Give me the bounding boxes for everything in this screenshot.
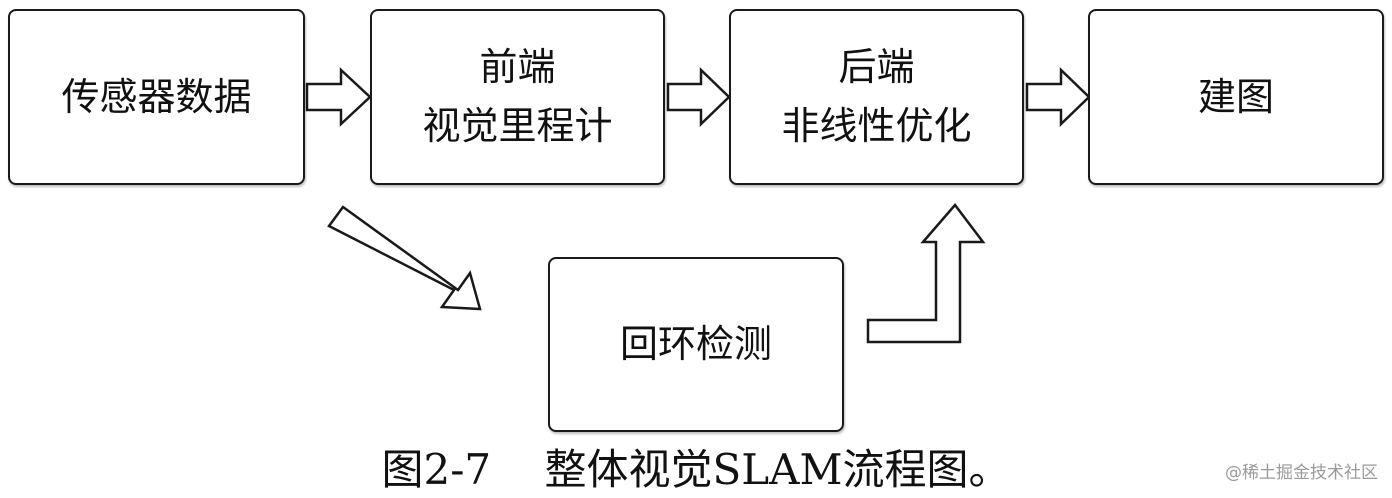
backend-title: 后端 [838,45,915,90]
figure-caption: 图2-7 整体视觉SLAM流程图。 [381,445,1011,494]
frontend-title: 前端 [479,45,556,90]
loop-closure-label: 回环检测 [619,322,772,367]
arrow-backend-to-mapping [1025,67,1091,127]
arrow-loop-to-backend [866,203,986,344]
backend-subtitle: 非线性优化 [781,104,972,148]
arrow-frontend-to-backend [666,67,731,127]
mapping-node: 建图 [1088,9,1384,185]
sensor-data-node: 传感器数据 [8,9,305,185]
loop-closure-node: 回环检测 [548,257,844,432]
arrow-sensor-to-frontend [305,67,372,127]
backend-node: 后端 非线性优化 [729,9,1024,185]
frontend-subtitle: 视觉里程计 [422,104,613,148]
site-watermark: @稀土掘金技术社区 [1225,463,1378,483]
frontend-node: 前端 视觉里程计 [370,9,665,185]
arrow-sensor-to-loop [327,205,482,311]
sensor-data-label: 传感器数据 [61,74,252,119]
mapping-label: 建图 [1197,74,1274,119]
